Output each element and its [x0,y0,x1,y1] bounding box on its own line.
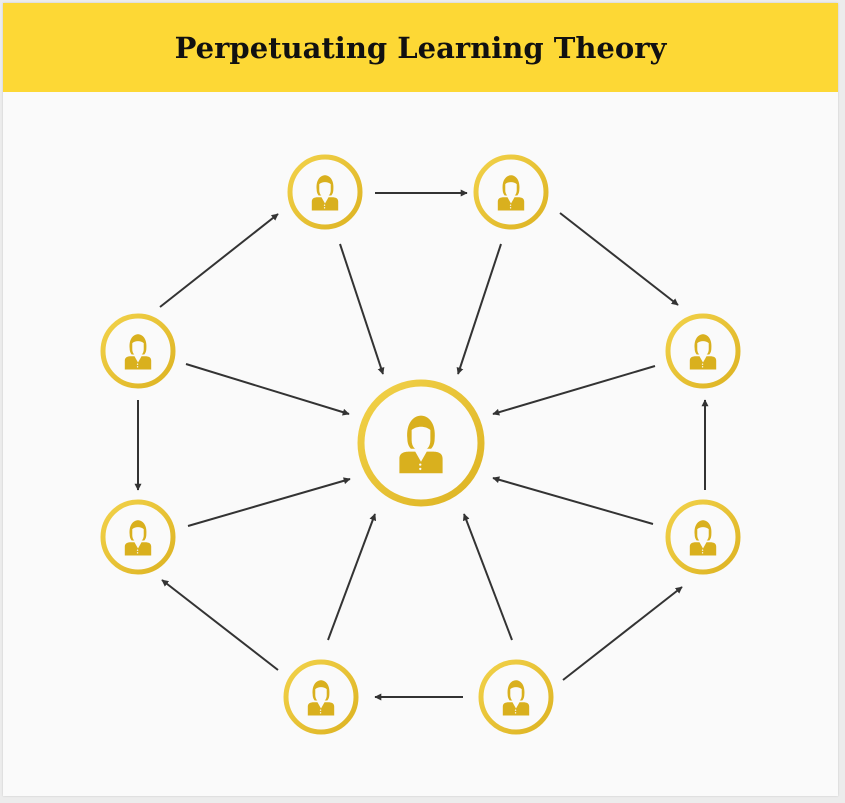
page-title: Perpetuating Learning Theory [174,30,667,65]
nodes-group [100,154,741,735]
diagram-card: Perpetuating Learning Theory [3,3,838,796]
node-top-left [287,154,363,230]
node-lower-left [100,499,176,575]
arrows-group [134,189,709,701]
node-left [100,313,176,389]
header-banner: Perpetuating Learning Theory [3,3,838,92]
arrow-topright-to-right [559,212,679,306]
arrow-bottomleft-to-center [327,513,377,641]
arrow-left-to-topleft [159,213,279,308]
node-right [665,313,741,389]
node-top-right [473,154,549,230]
arrow-bottomleft-to-lowerleft [161,579,279,671]
arrow-left-to-center [185,363,350,416]
node-center [357,379,485,507]
arrow-topleft-to-center [339,243,385,375]
node-bottom-left [283,659,359,735]
node-bottom-right [478,659,554,735]
arrow-bottomright-to-center [462,513,513,641]
arrow-bottomright-to-lowerright [562,586,683,681]
arrow-topright-to-center [456,243,502,375]
arrow-right-to-center [492,365,656,416]
arrow-lowerright-to-center [492,476,654,525]
arrow-lowerleft-to-center [187,477,351,527]
node-lower-right [665,499,741,575]
